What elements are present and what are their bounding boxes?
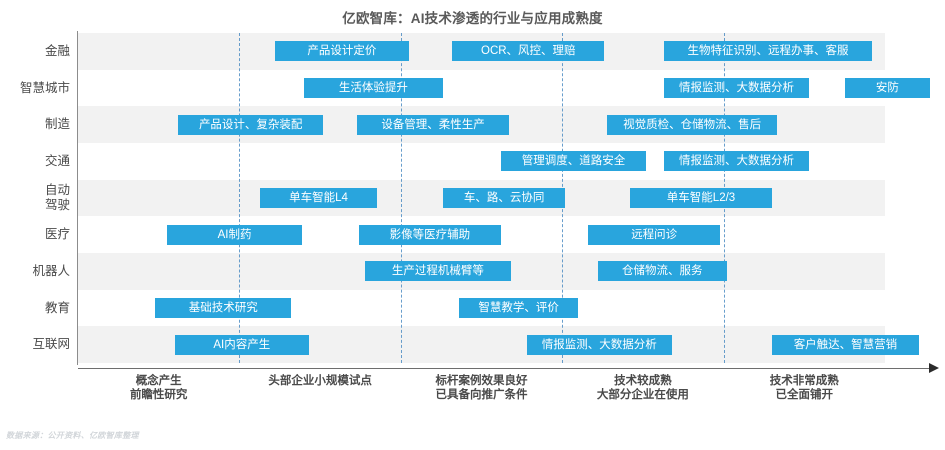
y-axis-label-text: 制造	[44, 117, 70, 132]
x-axis-arrow-icon	[929, 363, 939, 373]
x-axis-stage-label-1: 概念产生前瞻性研究	[78, 374, 239, 402]
y-axis-label-text: 医疗	[44, 227, 70, 242]
y-axis-line	[77, 31, 78, 365]
y-axis-label-text: 自动	[44, 183, 70, 197]
x-axis-label-text: 技术非常成熟	[769, 375, 839, 387]
bar-制造-2[interactable]: 设备管理、柔性生产	[357, 114, 509, 135]
y-axis-label-医疗: 医疗	[0, 227, 70, 242]
bar-智慧城市-1[interactable]: 生活体验提升	[303, 78, 443, 98]
bar-互联网-1[interactable]: AI内容产生	[174, 334, 309, 355]
x-axis-label-text: 前瞻性研究	[129, 389, 188, 401]
x-axis-label-text: 标杆案例效果良好	[435, 375, 528, 387]
bar-智慧城市-3[interactable]: 安防	[844, 78, 931, 98]
bar-制造-1[interactable]: 产品设计、复杂装配	[178, 114, 324, 135]
bar-智慧城市-2[interactable]: 情报监测、大数据分析	[663, 78, 810, 98]
bar-教育-1[interactable]: 基础技术研究	[155, 298, 292, 318]
bar-金融-2[interactable]: OCR、风控、理赔	[452, 41, 605, 62]
x-axis-stage-label-5: 技术非常成熟已全面铺开	[724, 374, 885, 402]
x-axis-label-text: 已全面铺开	[775, 389, 834, 401]
bar-制造-3[interactable]: 视觉质检、仓储物流、售后	[607, 114, 777, 135]
y-axis-label-text: 机器人	[32, 263, 70, 278]
y-axis-label-text: 驾驶	[44, 198, 70, 212]
page-title: 亿欧智库：AI技术渗透的行业与应用成熟度	[342, 11, 603, 26]
y-axis-label-机器人: 机器人	[0, 264, 70, 279]
bar-自动驾驶-3[interactable]: 单车智能L2/3	[629, 188, 773, 208]
bar-金融-3[interactable]: 生物特征识别、远程办事、客服	[663, 41, 873, 62]
x-axis-label-text: 已具备向推广条件	[435, 389, 528, 401]
bar-互联网-2[interactable]: 情报监测、大数据分析	[526, 334, 672, 355]
bar-自动驾驶-2[interactable]: 车、路、云协同	[442, 188, 566, 208]
bar-交通-2[interactable]: 情报监测、大数据分析	[663, 151, 810, 172]
stage-divider-2	[400, 33, 402, 363]
x-axis-label-text: 技术较成熟	[614, 375, 672, 387]
y-axis-label-text: 智慧城市	[19, 80, 70, 95]
y-axis-label-交通: 交通	[0, 154, 70, 169]
x-axis-stage-label-3: 标杆案例效果良好已具备向推广条件	[401, 374, 562, 402]
y-axis-label-教育: 教育	[0, 301, 70, 316]
y-axis-label-互联网: 互联网	[0, 337, 70, 352]
y-axis-label-text: 交通	[44, 153, 70, 168]
bar-医疗-3[interactable]: 远程问诊	[588, 224, 721, 245]
y-axis-label-金融: 金融	[0, 44, 70, 59]
y-axis-label-text: 互联网	[32, 337, 70, 352]
x-axis-label-text: 大部分企业在使用	[596, 389, 689, 401]
bar-交通-1[interactable]: 管理调度、道路安全	[500, 151, 647, 172]
y-axis-label-智慧城市: 智慧城市	[0, 81, 70, 96]
y-axis-label-自动驾驶: 自动驾驶	[0, 183, 70, 213]
x-axis-line	[78, 368, 933, 369]
y-axis-label-text: 教育	[44, 300, 70, 315]
bar-医疗-1[interactable]: AI制药	[166, 224, 303, 245]
x-axis-stage-label-4: 技术较成熟大部分企业在使用	[562, 374, 723, 402]
y-axis-label-text: 金融	[44, 43, 70, 58]
bar-金融-1[interactable]: 产品设计定价	[274, 41, 409, 62]
y-axis-label-制造: 制造	[0, 117, 70, 132]
bar-教育-2[interactable]: 智慧教学、评价	[458, 298, 579, 318]
x-axis-label-text: 头部企业小规模试点	[268, 375, 372, 387]
bar-医疗-2[interactable]: 影像等医疗辅助	[358, 224, 501, 245]
bar-自动驾驶-1[interactable]: 单车智能L4	[260, 188, 377, 208]
source-note: 数据来源：公开资料、亿欧智库整理	[6, 431, 139, 440]
stage-divider-1	[239, 33, 241, 363]
x-axis-stage-label-2: 头部企业小规模试点	[239, 374, 400, 388]
bar-互联网-3[interactable]: 客户触达、智慧营销	[772, 334, 919, 355]
bar-机器人-1[interactable]: 生产过程机械臂等	[365, 261, 511, 282]
bar-机器人-2[interactable]: 仓储物流、服务	[597, 261, 727, 282]
x-axis-label-text: 概念产生	[135, 375, 182, 387]
